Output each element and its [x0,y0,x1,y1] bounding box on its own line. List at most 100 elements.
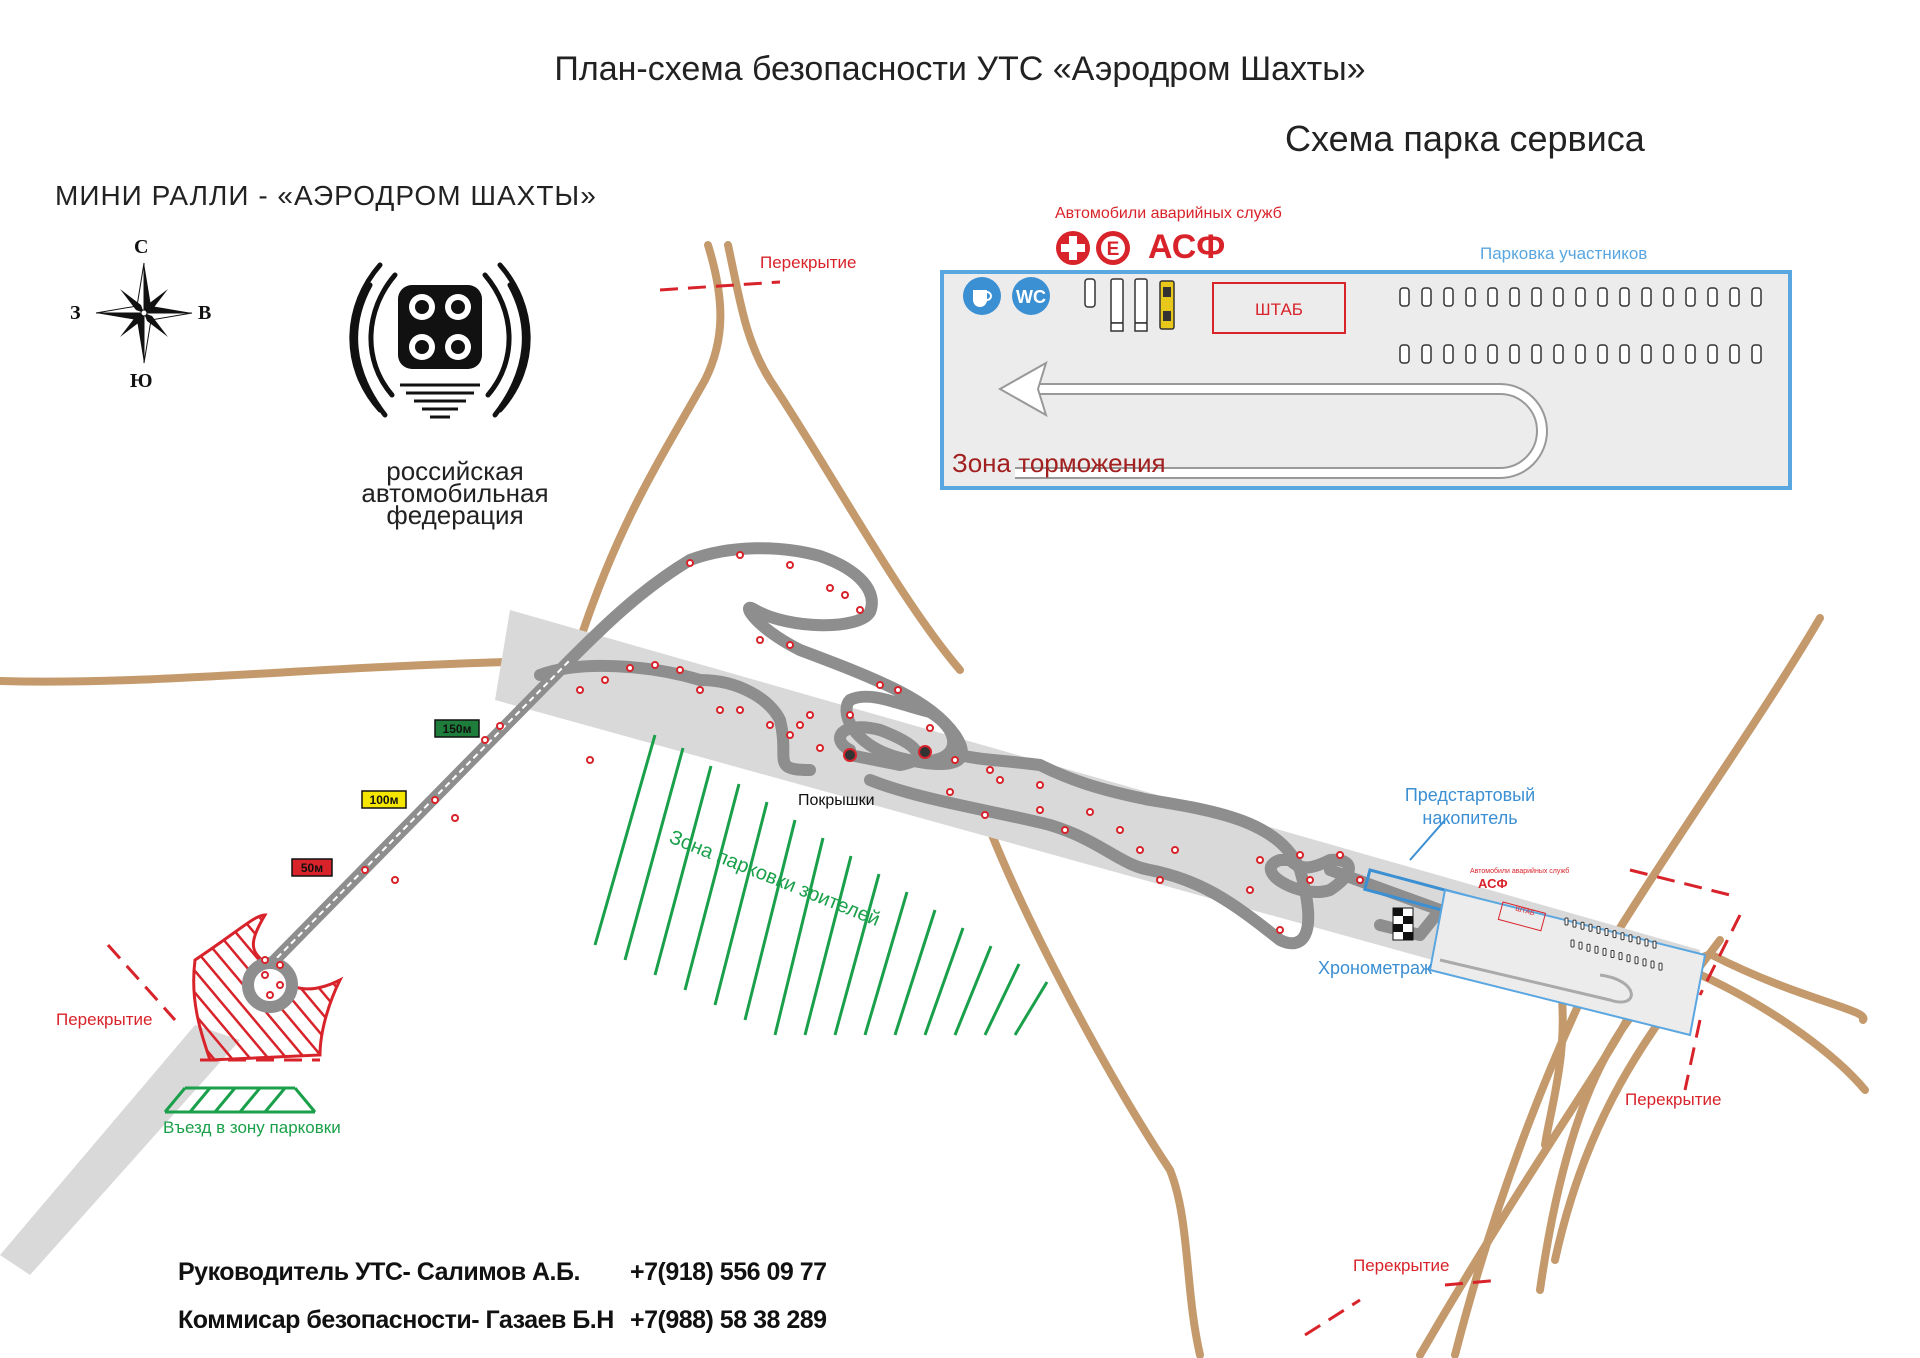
marshal-point [981,811,989,819]
marshal-point [1061,826,1069,834]
marshal-point [576,686,584,694]
parked-car-icon [1553,344,1564,364]
parked-car-icon [1465,287,1476,307]
rally-track [264,542,1446,971]
parked-car-icon [1531,344,1542,364]
wc-icon: WC [1012,277,1050,315]
compass-south-label: Ю [130,370,153,392]
spectator-hatch-line [803,855,853,1036]
tire-obstacle [918,745,932,759]
compass-east-label: В [198,302,212,324]
marshal-point [841,591,849,599]
marshal-point [1336,851,1344,859]
marshal-point [856,606,864,614]
marshal-point [266,991,274,999]
marshal-point [1256,856,1264,864]
prestart-label-line2: накопитель [1422,808,1518,828]
svg-text:E: E [1107,239,1120,260]
parked-car-icon [1421,344,1432,364]
marshal-point [736,551,744,559]
compass-north-label: С [134,236,149,258]
mini-car-icon [1572,919,1577,928]
mini-service-park [1428,888,1707,1037]
parked-car-icon [1707,344,1718,364]
marshal-point [1171,846,1179,854]
mini-emergency-label: Автомобили аварийных служб [1470,868,1570,875]
mini-car-icon [1602,947,1607,956]
parked-car-icon [1641,287,1652,307]
spectator-zone-label: Зона парковки зрителей [666,826,883,931]
prestart-pointer [1409,819,1446,861]
tow-truck-icon [1159,280,1175,330]
parked-car-icon [1443,287,1454,307]
raf-winged-emblem-icon [349,262,531,419]
parked-car-icon [1751,344,1762,364]
service-park-title: Схема парка сервиса [1285,118,1645,159]
compass-west-label: З [70,302,81,324]
marshal-point [431,796,439,804]
parked-car-icon [1641,344,1652,364]
parked-car-icon [1575,287,1586,307]
timing-label: Хронометраж [1318,958,1433,978]
emergency-vehicles-label: Автомобили аварийных служб [1055,205,1282,222]
mini-car-icon [1570,939,1575,948]
braking-zone-label: Зона торможения [952,448,1166,478]
parked-car-icon [1619,344,1630,364]
prestart-label-line1: Предстартовый [1404,785,1536,805]
marshal-point [766,721,774,729]
marshal-point [686,559,694,567]
spectator-hatch-line [953,945,993,1036]
parked-car-icon [1509,287,1520,307]
mini-car-icon [1612,930,1617,939]
evacuation-e-icon: E [1096,231,1130,265]
spectator-hatch-line [683,783,741,991]
cafe-icon [963,277,1001,315]
svg-text:WC: WC [1016,287,1046,307]
mini-car-icon [1650,960,1655,969]
marshal-point [806,711,814,719]
parking-entry-label: Въезд в зону парковки [163,1118,341,1137]
service-park-area [940,270,1792,490]
marshal-point [946,788,954,796]
parked-car-icon [1465,344,1476,364]
marshal-point [651,661,659,669]
hq-label: ШТАБ [1255,300,1303,319]
road-closures [106,280,1742,1337]
event-title: МИНИ РАЛЛИ - «АЭРОДРОМ ШАХТЫ» [55,180,597,211]
parked-car-icon [1663,287,1674,307]
mini-car-icon [1610,950,1615,958]
marshal-point [276,961,284,969]
asf-label: АСФ [1148,228,1226,266]
marshal-point [586,756,594,764]
spectator-hatch-line [893,909,937,1036]
marshal-point [391,876,399,884]
marshal-point [261,971,269,979]
marshal-point [786,641,794,649]
distance-marker-50: 50м [291,858,333,877]
spectator-hatch-line [833,873,881,1036]
closure-label-east: Перекрытие [1625,1090,1722,1109]
spectator-hatch-line [713,801,769,1006]
mini-car-icon [1564,917,1569,926]
marshal-point [826,584,834,592]
parked-car-icon [1707,287,1718,307]
parked-car-icon [1421,287,1432,307]
parked-car-icon [1399,344,1410,364]
marshal-point [601,676,609,684]
spectator-hatch-line [983,963,1021,1036]
marshal-point [1086,808,1094,816]
contact-role: Коммисар безопасности- Газаев Б.Н [178,1306,614,1334]
participant-cars [1399,287,1762,364]
mini-car-icon [1588,923,1593,932]
mini-car-icon [1628,934,1633,943]
parking-entry-hatch [163,1086,317,1114]
distance-marker-150: 150м [434,719,480,738]
marshal-point [496,722,504,730]
marshal-point [716,706,724,714]
marshal-point [996,776,1004,784]
spectator-hatch-line [653,765,713,976]
parked-car-icon [1597,287,1608,307]
spectator-hatch-line [863,891,909,1036]
parked-car-icon [1509,344,1520,364]
